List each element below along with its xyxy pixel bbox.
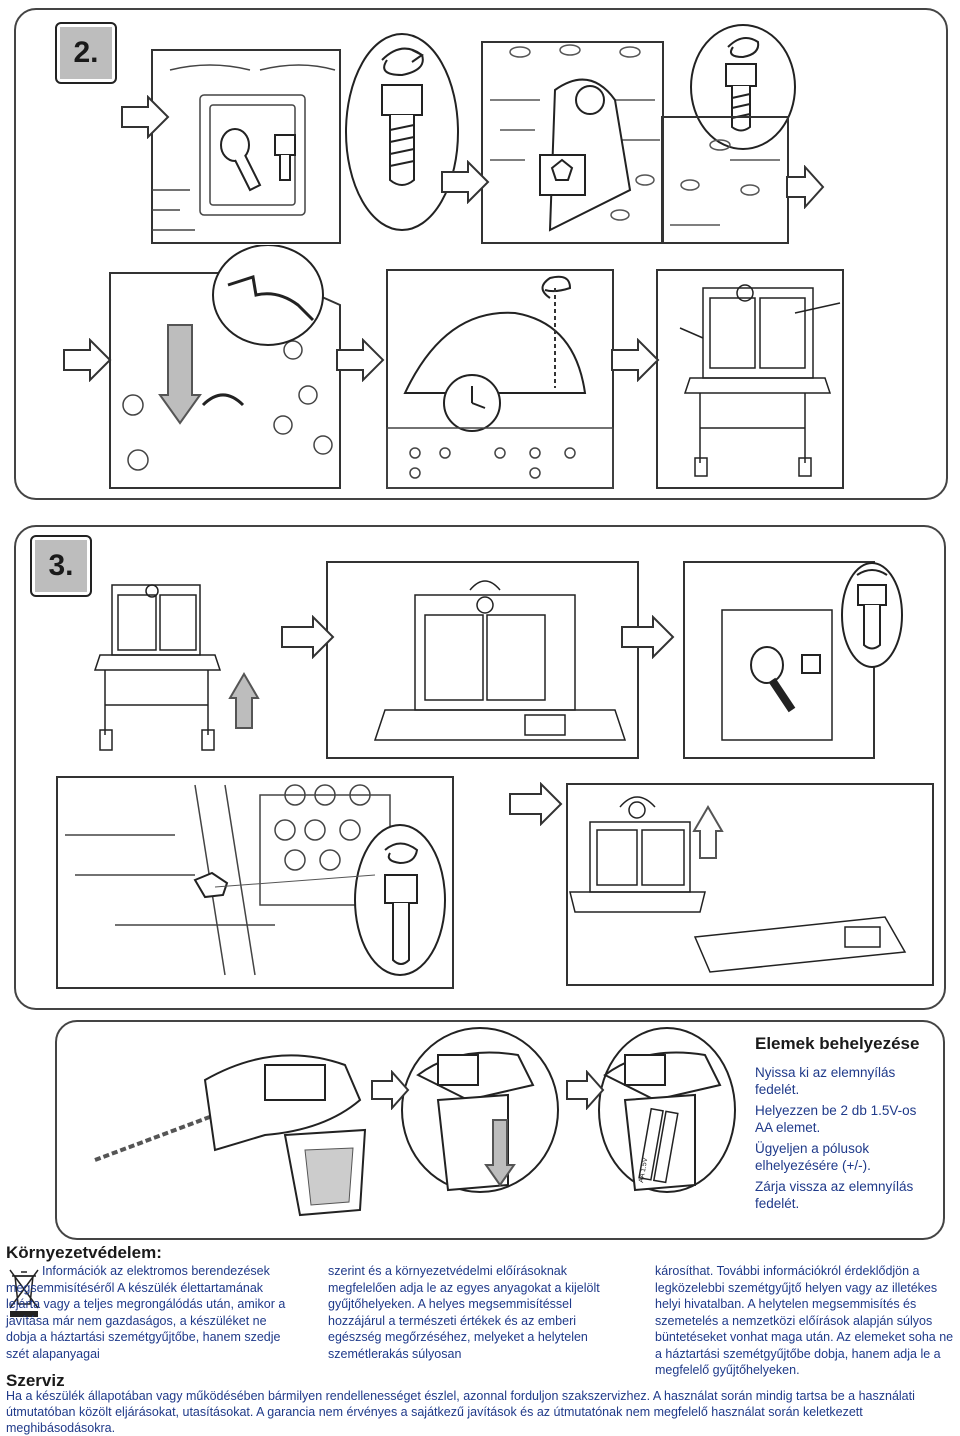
right-arrow-icon [62, 338, 112, 382]
service-title: Szerviz [6, 1371, 65, 1390]
step2-workbench-assembled [655, 268, 845, 490]
step3-screw-clip [682, 560, 904, 760]
crossed-bin-icon [8, 1266, 40, 1318]
right-arrow-icon [440, 160, 490, 204]
environment-title: Környezetvédelem: [6, 1243, 162, 1262]
step-3-number: 3. [30, 535, 92, 597]
right-arrow-icon [370, 1070, 410, 1110]
step3-underside [55, 775, 455, 990]
environment-col-1: Információk az elektromos berendezések m… [6, 1264, 286, 1361]
right-arrow-icon [565, 1070, 605, 1110]
step3-workbench [90, 575, 225, 755]
battery-step-4: Zárja vissza az elemnyílás fedelét. [755, 1179, 914, 1211]
step3-tabletop [325, 560, 640, 760]
up-arrow-icon [228, 672, 260, 730]
step2-screw-detail [342, 30, 462, 235]
battery-step-1: Nyissa ki az elemnyílás fedelét. [755, 1065, 896, 1097]
right-arrow-icon [620, 615, 675, 659]
environment-col-2: szerint és a környezetvédelmi előírásokn… [328, 1264, 600, 1361]
battery-step-2: Helyezzen be 2 db 1.5V-os AA elemet. [755, 1103, 917, 1135]
step2-pegboard [660, 115, 790, 245]
step-2-number: 2. [55, 22, 117, 84]
drill-batteries-inserted: AA 1.5V [595, 1025, 740, 1200]
step2-hook [108, 245, 343, 490]
right-arrow-icon [335, 338, 385, 382]
battery-label: AA 1.5V [638, 1157, 649, 1183]
right-arrow-icon [120, 95, 170, 139]
step2-illustration-clip [150, 40, 350, 245]
step2-clock-panel [385, 268, 615, 490]
step-3-panel [14, 525, 946, 1010]
battery-instructions: Elemek behelyezése Nyissa ki az elemnyíl… [755, 1035, 935, 1216]
service-text: Ha a készülék állapotában vagy működéséb… [6, 1389, 915, 1435]
environment-col-3: károsíthat. További információkról érdek… [655, 1264, 954, 1377]
drill-open-compartment [398, 1025, 563, 1200]
battery-title: Elemek behelyezése [755, 1034, 920, 1053]
right-arrow-icon [280, 615, 335, 659]
drill-illustration [65, 1040, 375, 1225]
right-arrow-icon [610, 338, 660, 382]
step3-lift-top [565, 782, 935, 987]
environment-section: Környezetvédelem: [6, 1243, 954, 1262]
right-arrow-icon [508, 782, 563, 826]
step2-bracket [480, 40, 665, 245]
battery-step-3: Ügyeljen a pólusok elhelyezésére (+/-). [755, 1141, 871, 1173]
right-arrow-icon [785, 165, 825, 209]
up-arrow-icon [692, 805, 724, 860]
